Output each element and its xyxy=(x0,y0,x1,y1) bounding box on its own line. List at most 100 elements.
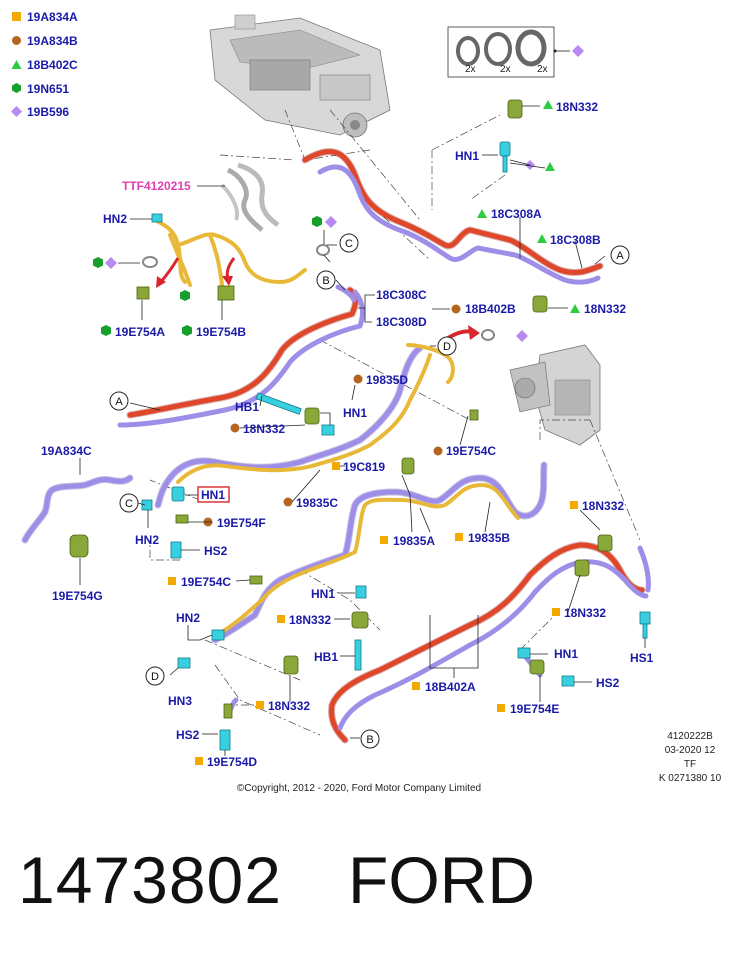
part-label: 18N332 xyxy=(243,422,285,436)
part-label: HN1 xyxy=(311,587,335,601)
brown-dot-icon xyxy=(353,374,363,384)
callout-circle xyxy=(360,729,380,749)
clip-icon xyxy=(507,99,523,119)
leader-lines xyxy=(79,105,646,756)
brown-dot-icon xyxy=(283,497,293,507)
orange-square-icon xyxy=(497,704,505,712)
copyright: ©Copyright, 2012 - 2020, Ford Motor Comp… xyxy=(237,783,481,794)
part-label: 18N332 xyxy=(268,699,310,713)
fitting-icon xyxy=(321,424,335,436)
fitting-icon xyxy=(141,499,153,511)
part-label: HN2 xyxy=(135,533,159,547)
hvac-unit-top xyxy=(209,14,391,138)
part-number: 1473802 xyxy=(18,843,282,917)
orange-square-icon xyxy=(455,533,463,541)
construction-lines xyxy=(149,109,641,736)
callout-letter: D xyxy=(151,671,159,683)
clip-icon xyxy=(217,285,235,301)
callout-circle xyxy=(339,233,359,253)
part-label: HS1 xyxy=(630,651,654,665)
orange-square-icon xyxy=(195,757,203,765)
legend-code: 18B402C xyxy=(27,58,78,72)
part-label: 19835B xyxy=(468,531,510,545)
green-triangle-icon xyxy=(537,234,547,243)
green-hexagon-icon xyxy=(180,290,190,301)
part-label: 18B402B xyxy=(465,302,516,316)
orange-square-icon xyxy=(570,501,578,509)
part-label: 19E754D xyxy=(207,755,257,769)
legend: 19A834A 19A834B 18B402C 19N651 19B596 xyxy=(11,10,78,119)
drawing-ref: K 0271380 10 xyxy=(659,773,722,784)
part-label: 19E754C xyxy=(181,575,231,589)
callout-circle xyxy=(316,270,336,290)
clip-icon xyxy=(401,457,415,475)
orange-square-icon xyxy=(12,12,21,21)
legend-code: 19A834B xyxy=(27,34,78,48)
green-triangle-icon xyxy=(570,304,580,313)
part-label: 19E754C xyxy=(446,444,496,458)
bolt-icon xyxy=(354,639,362,671)
clip-icon xyxy=(69,534,89,558)
green-triangle-icon xyxy=(543,100,553,109)
part-label: 18N332 xyxy=(289,613,331,627)
callout-circle xyxy=(437,336,457,356)
clip-icon xyxy=(249,575,263,585)
fitting-icon xyxy=(151,213,163,223)
part-label: 19E754E xyxy=(510,702,559,716)
green-hexagon-icon xyxy=(12,83,21,93)
orange-square-icon xyxy=(552,608,560,616)
fitting-icon xyxy=(642,623,648,639)
fitting-icon xyxy=(517,647,531,659)
green-triangle-icon xyxy=(545,162,555,171)
fitting-icon xyxy=(170,541,182,559)
part-label: 18N332 xyxy=(564,606,606,620)
green-triangle-icon xyxy=(477,209,487,218)
fitting-icon xyxy=(639,611,651,625)
part-label: 19835C xyxy=(296,496,338,510)
green-hexagon-icon xyxy=(182,325,192,336)
clip-icon xyxy=(223,703,233,719)
part-label-highlighted: HN1 xyxy=(201,488,225,502)
legend-code: 19N651 xyxy=(27,82,69,96)
legend-code: 19A834A xyxy=(27,10,78,24)
callout-letter: B xyxy=(322,275,329,287)
clip-icon xyxy=(529,659,545,675)
clip-icon xyxy=(574,559,590,577)
brand-name: FORD xyxy=(348,843,535,917)
part-label: 18C308C xyxy=(376,288,427,302)
part-label: 19E754B xyxy=(196,325,246,339)
part-label: HS2 xyxy=(596,676,620,690)
callout-letter: C xyxy=(125,498,133,510)
part-label: 18C308B xyxy=(550,233,601,247)
purple-diamond-icon xyxy=(516,330,528,342)
reference-label: TTF4120215 xyxy=(122,179,191,193)
part-label: HS2 xyxy=(204,544,228,558)
fitting-icon xyxy=(355,585,367,599)
part-label: HN1 xyxy=(455,149,479,163)
drawing-id: 4120222B xyxy=(667,731,713,742)
washer-kit: 2x 2x 2x xyxy=(447,26,584,78)
part-label: 18N332 xyxy=(584,302,626,316)
callout-letter: A xyxy=(115,396,123,408)
highlight-box xyxy=(197,486,230,503)
part-label: 18C308D xyxy=(376,315,427,329)
callout-circle xyxy=(119,493,139,513)
clip-icon xyxy=(136,286,150,300)
green-hexagon-icon xyxy=(312,216,322,227)
purple-diamond-icon xyxy=(325,216,337,228)
bolt-icon xyxy=(255,392,302,415)
orange-square-icon xyxy=(332,462,340,470)
brown-dot-icon xyxy=(12,36,21,45)
part-label: 18C308A xyxy=(491,207,542,221)
part-label: 19E754A xyxy=(115,325,165,339)
hardware xyxy=(69,99,651,751)
part-label: HN2 xyxy=(176,611,200,625)
part-label: 19C819 xyxy=(343,460,385,474)
clip-icon xyxy=(304,407,320,425)
brown-dot-icon xyxy=(230,423,240,433)
part-label: HS2 xyxy=(176,728,200,742)
callout-letter: B xyxy=(366,734,373,746)
clip-icon xyxy=(532,295,548,313)
washer-icon xyxy=(515,29,547,67)
